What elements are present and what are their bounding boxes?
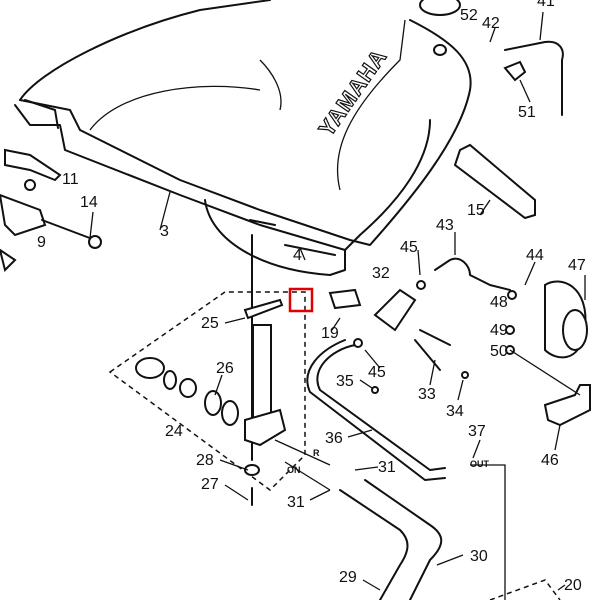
part-label: 11	[62, 171, 79, 188]
tank-cap	[419, 0, 564, 220]
part-label: 52	[460, 7, 478, 24]
part-label: 32	[372, 265, 390, 282]
part-label: 25	[201, 315, 219, 332]
part-label: 27	[201, 476, 219, 493]
part-label: 42	[482, 15, 500, 32]
port-label-out: OUT	[470, 459, 490, 469]
port-label-on: ON	[287, 465, 301, 475]
part-label: 46	[541, 452, 559, 469]
part-labels: 52 42 41 51 11 14 9 3 4 15 43 45 44 47 3…	[37, 0, 586, 594]
part-label: 50	[490, 343, 508, 360]
part-label: 9	[37, 234, 46, 251]
part-label: 15	[467, 202, 485, 219]
part-label: 49	[490, 322, 508, 339]
part-label: 31	[287, 494, 305, 511]
part-label: 36	[325, 430, 343, 447]
part-label: 29	[339, 569, 357, 586]
highlight-box[interactable]	[288, 287, 314, 313]
part-label: 28	[196, 452, 214, 469]
part-label: 45	[400, 239, 418, 256]
fuel-filter	[328, 257, 591, 427]
part-label: 14	[80, 194, 98, 211]
part-label: 26	[216, 360, 234, 377]
part-label: 48	[490, 294, 508, 311]
part-label: 47	[568, 257, 586, 274]
part-label: 24	[165, 423, 183, 440]
part-label: 30	[470, 548, 488, 565]
port-label-reserve: R	[313, 448, 320, 458]
part-label: 31	[378, 459, 396, 476]
part-label: 51	[518, 104, 536, 121]
left-brackets	[0, 148, 102, 272]
part-label: 35	[336, 373, 354, 390]
part-label: 4	[293, 247, 302, 264]
part-label: 34	[446, 403, 464, 420]
part-label: 44	[526, 247, 544, 264]
fuel-petcock	[108, 234, 331, 506]
fuel-hoses	[306, 339, 561, 600]
part-label: 37	[468, 423, 486, 440]
leader-lines	[89, 11, 586, 591]
part-label: 33	[418, 386, 436, 403]
part-label: 45	[368, 364, 386, 381]
part-label: 43	[436, 217, 454, 234]
part-label: 19	[321, 325, 339, 342]
part-label: 3	[160, 223, 169, 240]
part-label: 20	[564, 577, 582, 594]
part-label: 41	[537, 0, 555, 10]
fuel-tank: YAMAHA	[14, 0, 472, 276]
brand-logo-text: YAMAHA	[314, 44, 392, 141]
